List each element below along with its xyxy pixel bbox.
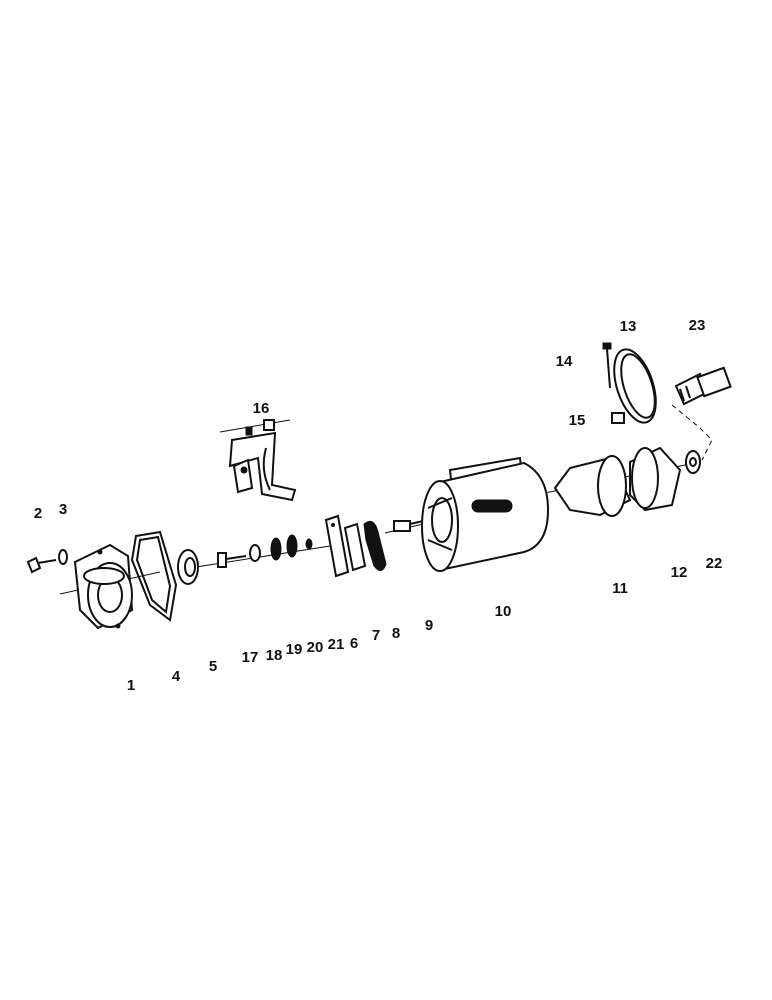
part-label-10: 10: [495, 603, 512, 620]
part-label-8: 8: [392, 625, 400, 642]
part-20-washer: [286, 534, 298, 558]
part-label-2: 2: [34, 505, 42, 522]
part-17-bolt: [217, 552, 247, 568]
part-5-bearing: [177, 549, 199, 585]
part-label-16: 16: [253, 400, 270, 417]
part-label-17: 17: [242, 649, 259, 666]
part-15-nut: [611, 412, 625, 424]
part-label-5: 5: [209, 658, 217, 675]
part-2-screw: [26, 556, 57, 574]
part-3-lock-washer: [58, 549, 68, 565]
part-label-22: 22: [706, 555, 723, 572]
part-22-washer: [685, 450, 701, 474]
part-label-9: 9: [425, 617, 433, 634]
part-13-clamp-band: [613, 348, 657, 424]
part-label-14: 14: [556, 353, 573, 370]
part-label-15: 15: [569, 412, 586, 429]
part-12-housing-cover: [629, 446, 682, 512]
part-label-20: 20: [307, 639, 324, 656]
part-11-cone-cover: [553, 455, 632, 517]
part-1-end-cap: [73, 543, 134, 630]
part-19-spring-washer: [270, 537, 282, 561]
part-label-4: 4: [172, 668, 181, 685]
part-10-motor-body: [421, 456, 550, 572]
part-21-small-nut: [305, 538, 313, 550]
part-label-21: 21: [328, 636, 345, 653]
part-14-screw: [602, 342, 612, 389]
part-label-13: 13: [620, 318, 637, 335]
part-label-3: 3: [59, 501, 67, 518]
part-label-7: 7: [372, 627, 380, 644]
part-8-gasket: [363, 520, 387, 571]
part-label-19: 19: [286, 641, 303, 658]
part-7-insulator: [343, 522, 367, 572]
part-4-gasket: [130, 530, 178, 622]
part-label-11: 11: [612, 580, 628, 597]
part-label-1: 1: [127, 677, 135, 694]
part-label-18: 18: [266, 647, 283, 664]
connector-dashed-lead: [671, 404, 713, 461]
part-18-nut: [249, 544, 261, 562]
part-23-connector: [674, 366, 732, 406]
part-label-23: 23: [689, 317, 706, 334]
part-16-bracket: [219, 419, 297, 502]
part-label-6: 6: [350, 635, 358, 652]
part-6-plate: [324, 514, 350, 578]
part-label-12: 12: [671, 564, 688, 581]
